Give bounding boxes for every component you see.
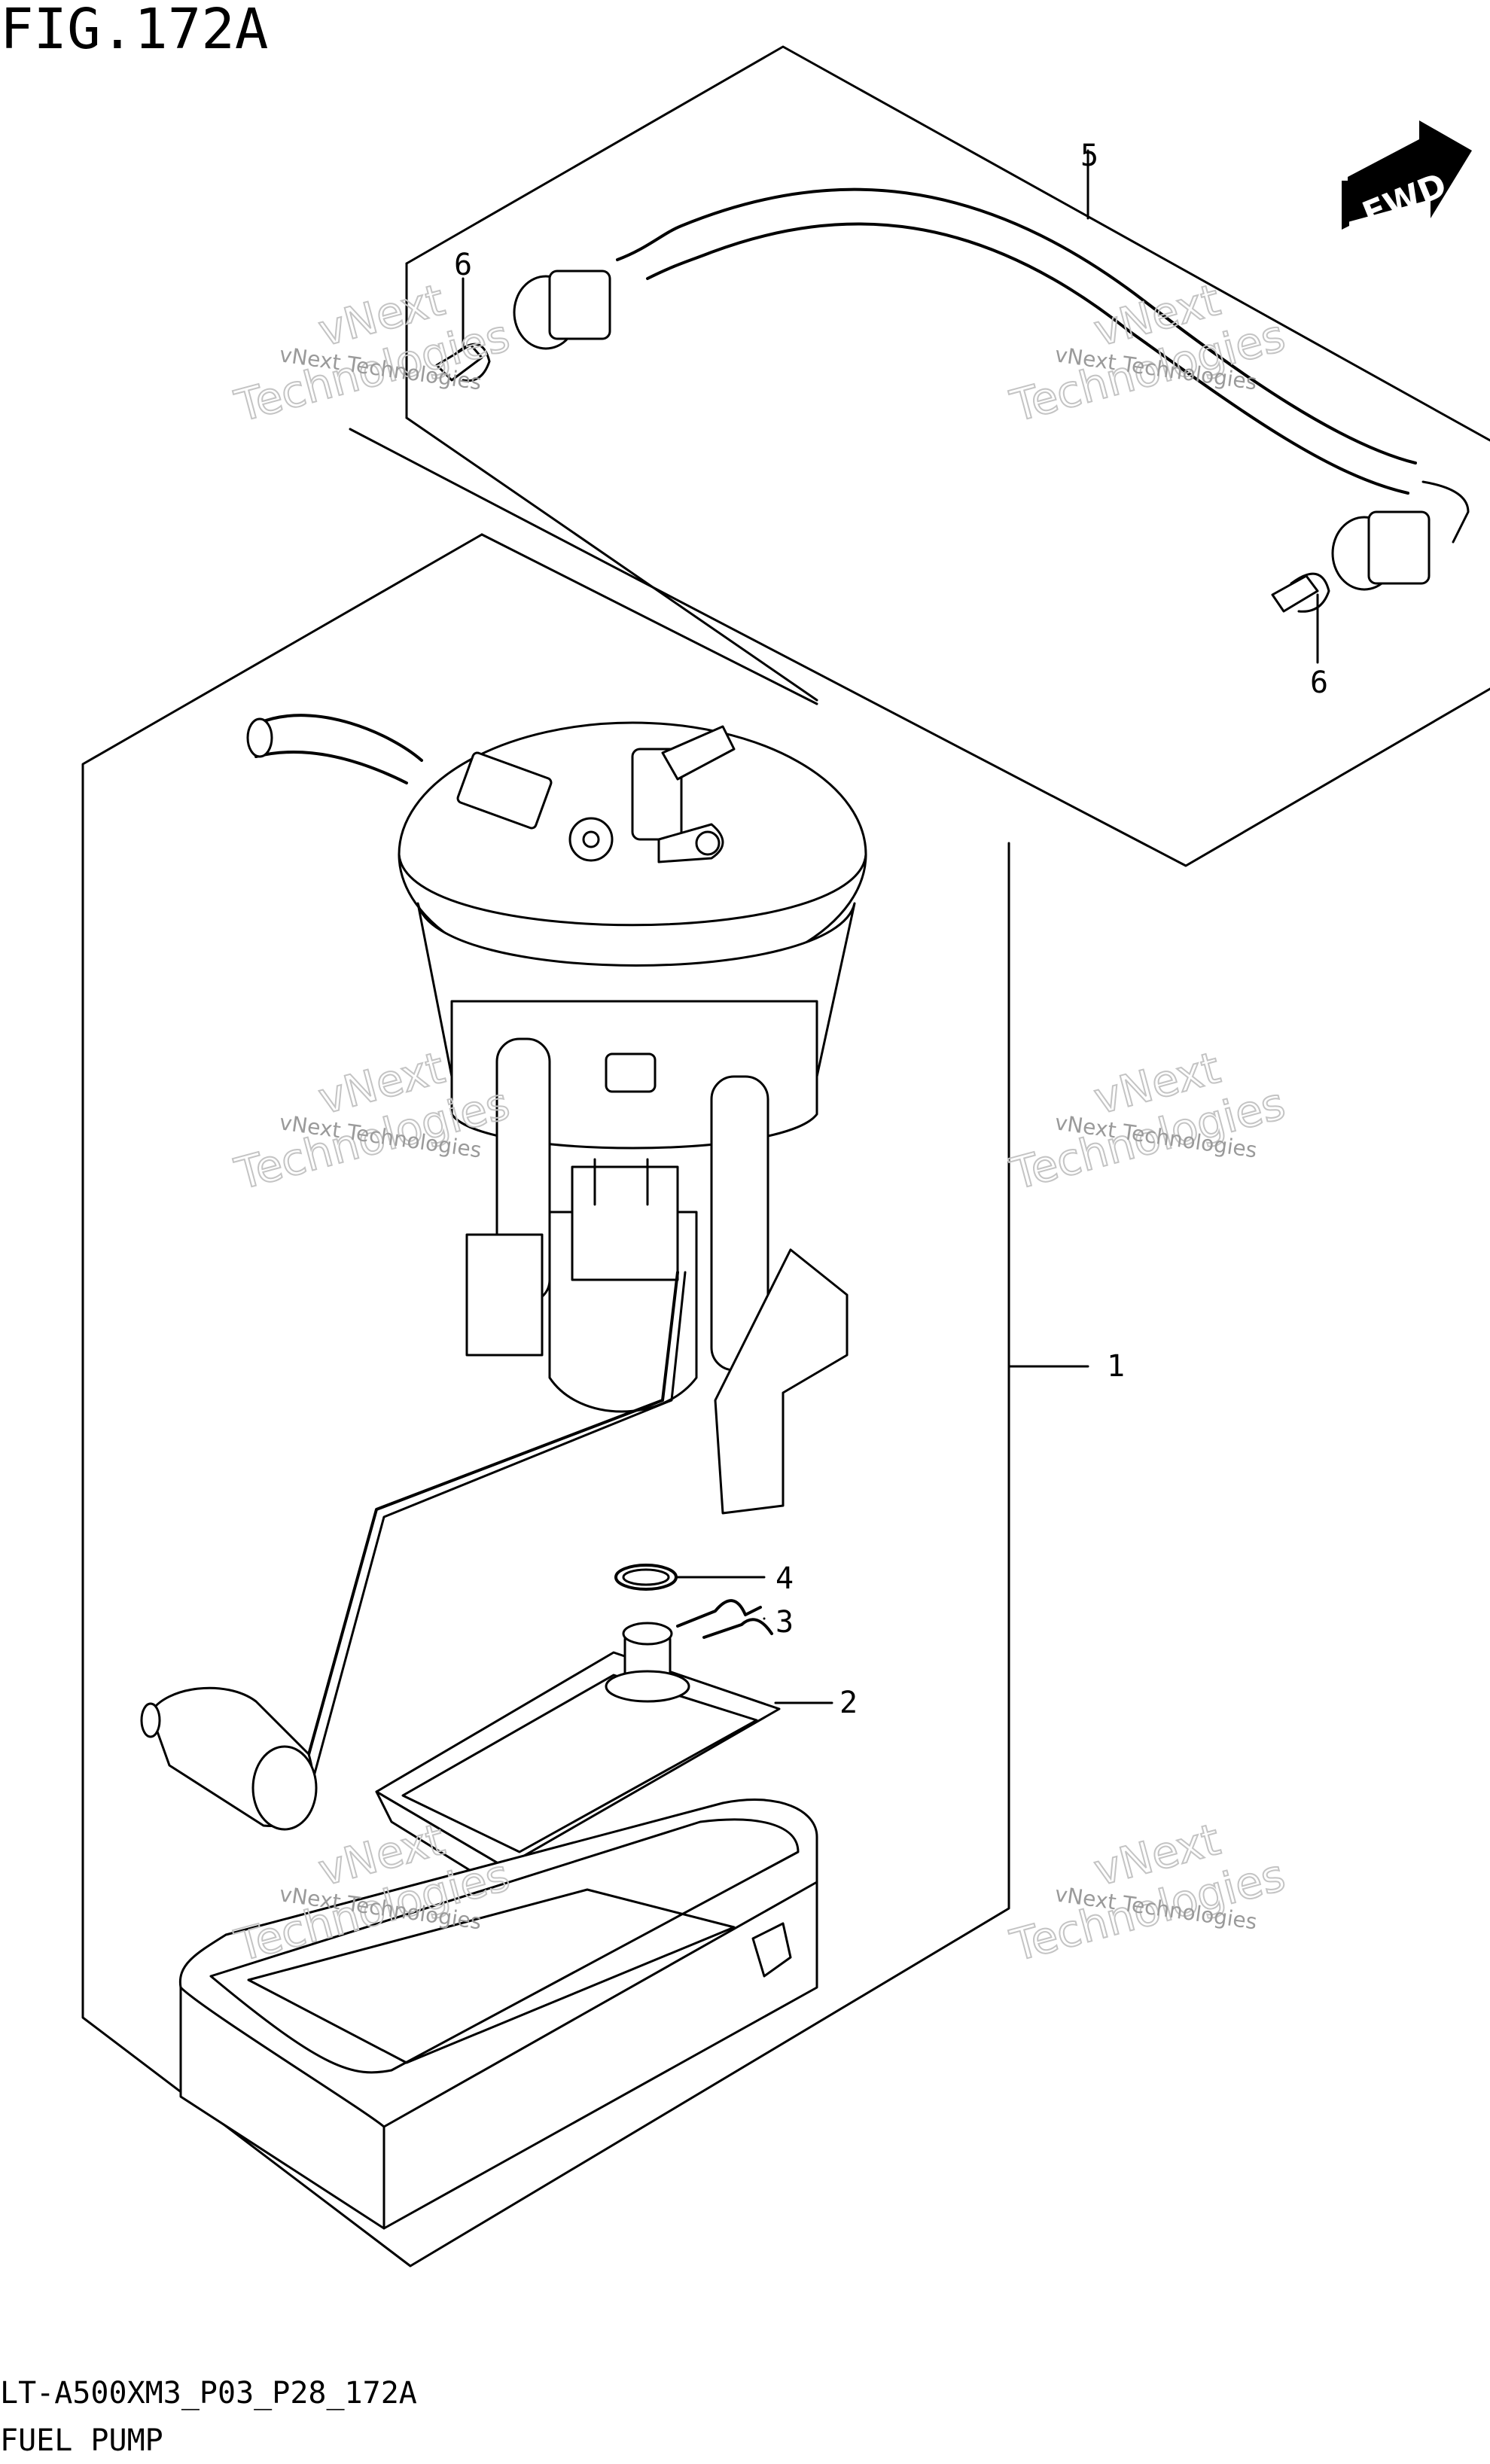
fwd-arrow-icon: FWD <box>1342 120 1472 234</box>
callout-6-upper: 6 <box>454 248 472 282</box>
watermark-top-right: vNext Technologies vNext Technologies <box>1004 273 1290 433</box>
model-code: LT-A500XM3_P03_P28_172A <box>0 2376 417 2411</box>
watermark-bottom-right: vNext Technologies vNext Technologies <box>1004 1813 1290 1972</box>
hose-clamp-upper <box>435 343 491 382</box>
hose-group-box <box>349 45 1490 867</box>
figure-title: FIG.172A <box>0 0 268 62</box>
callout-5: 5 <box>1080 139 1098 173</box>
watermark-top-left: vNext Technologies vNext Technologies <box>229 273 515 433</box>
callout-1: 1 <box>1107 1349 1125 1384</box>
callout-6-lower: 6 <box>1310 665 1328 700</box>
o-ring <box>614 1564 678 1591</box>
watermark-mid-right: vNext Technologies vNext Technologies <box>1004 1041 1290 1201</box>
figure-caption: FUEL PUMP <box>0 2423 163 2458</box>
pump-assembly-box <box>81 533 1010 2268</box>
fuel-pump-motor <box>465 1037 849 1515</box>
leader-lines <box>462 149 1319 1704</box>
callout-3: 3 <box>775 1605 794 1640</box>
hose-clamp-lower <box>1271 572 1330 613</box>
fuel-level-float <box>140 1271 687 1831</box>
callout-4: 4 <box>775 1561 794 1596</box>
retaining-clip <box>676 1599 773 1639</box>
fuel-tank-tray <box>178 1799 818 2230</box>
fuel-hose <box>513 187 1470 591</box>
callout-2: 2 <box>839 1686 858 1720</box>
